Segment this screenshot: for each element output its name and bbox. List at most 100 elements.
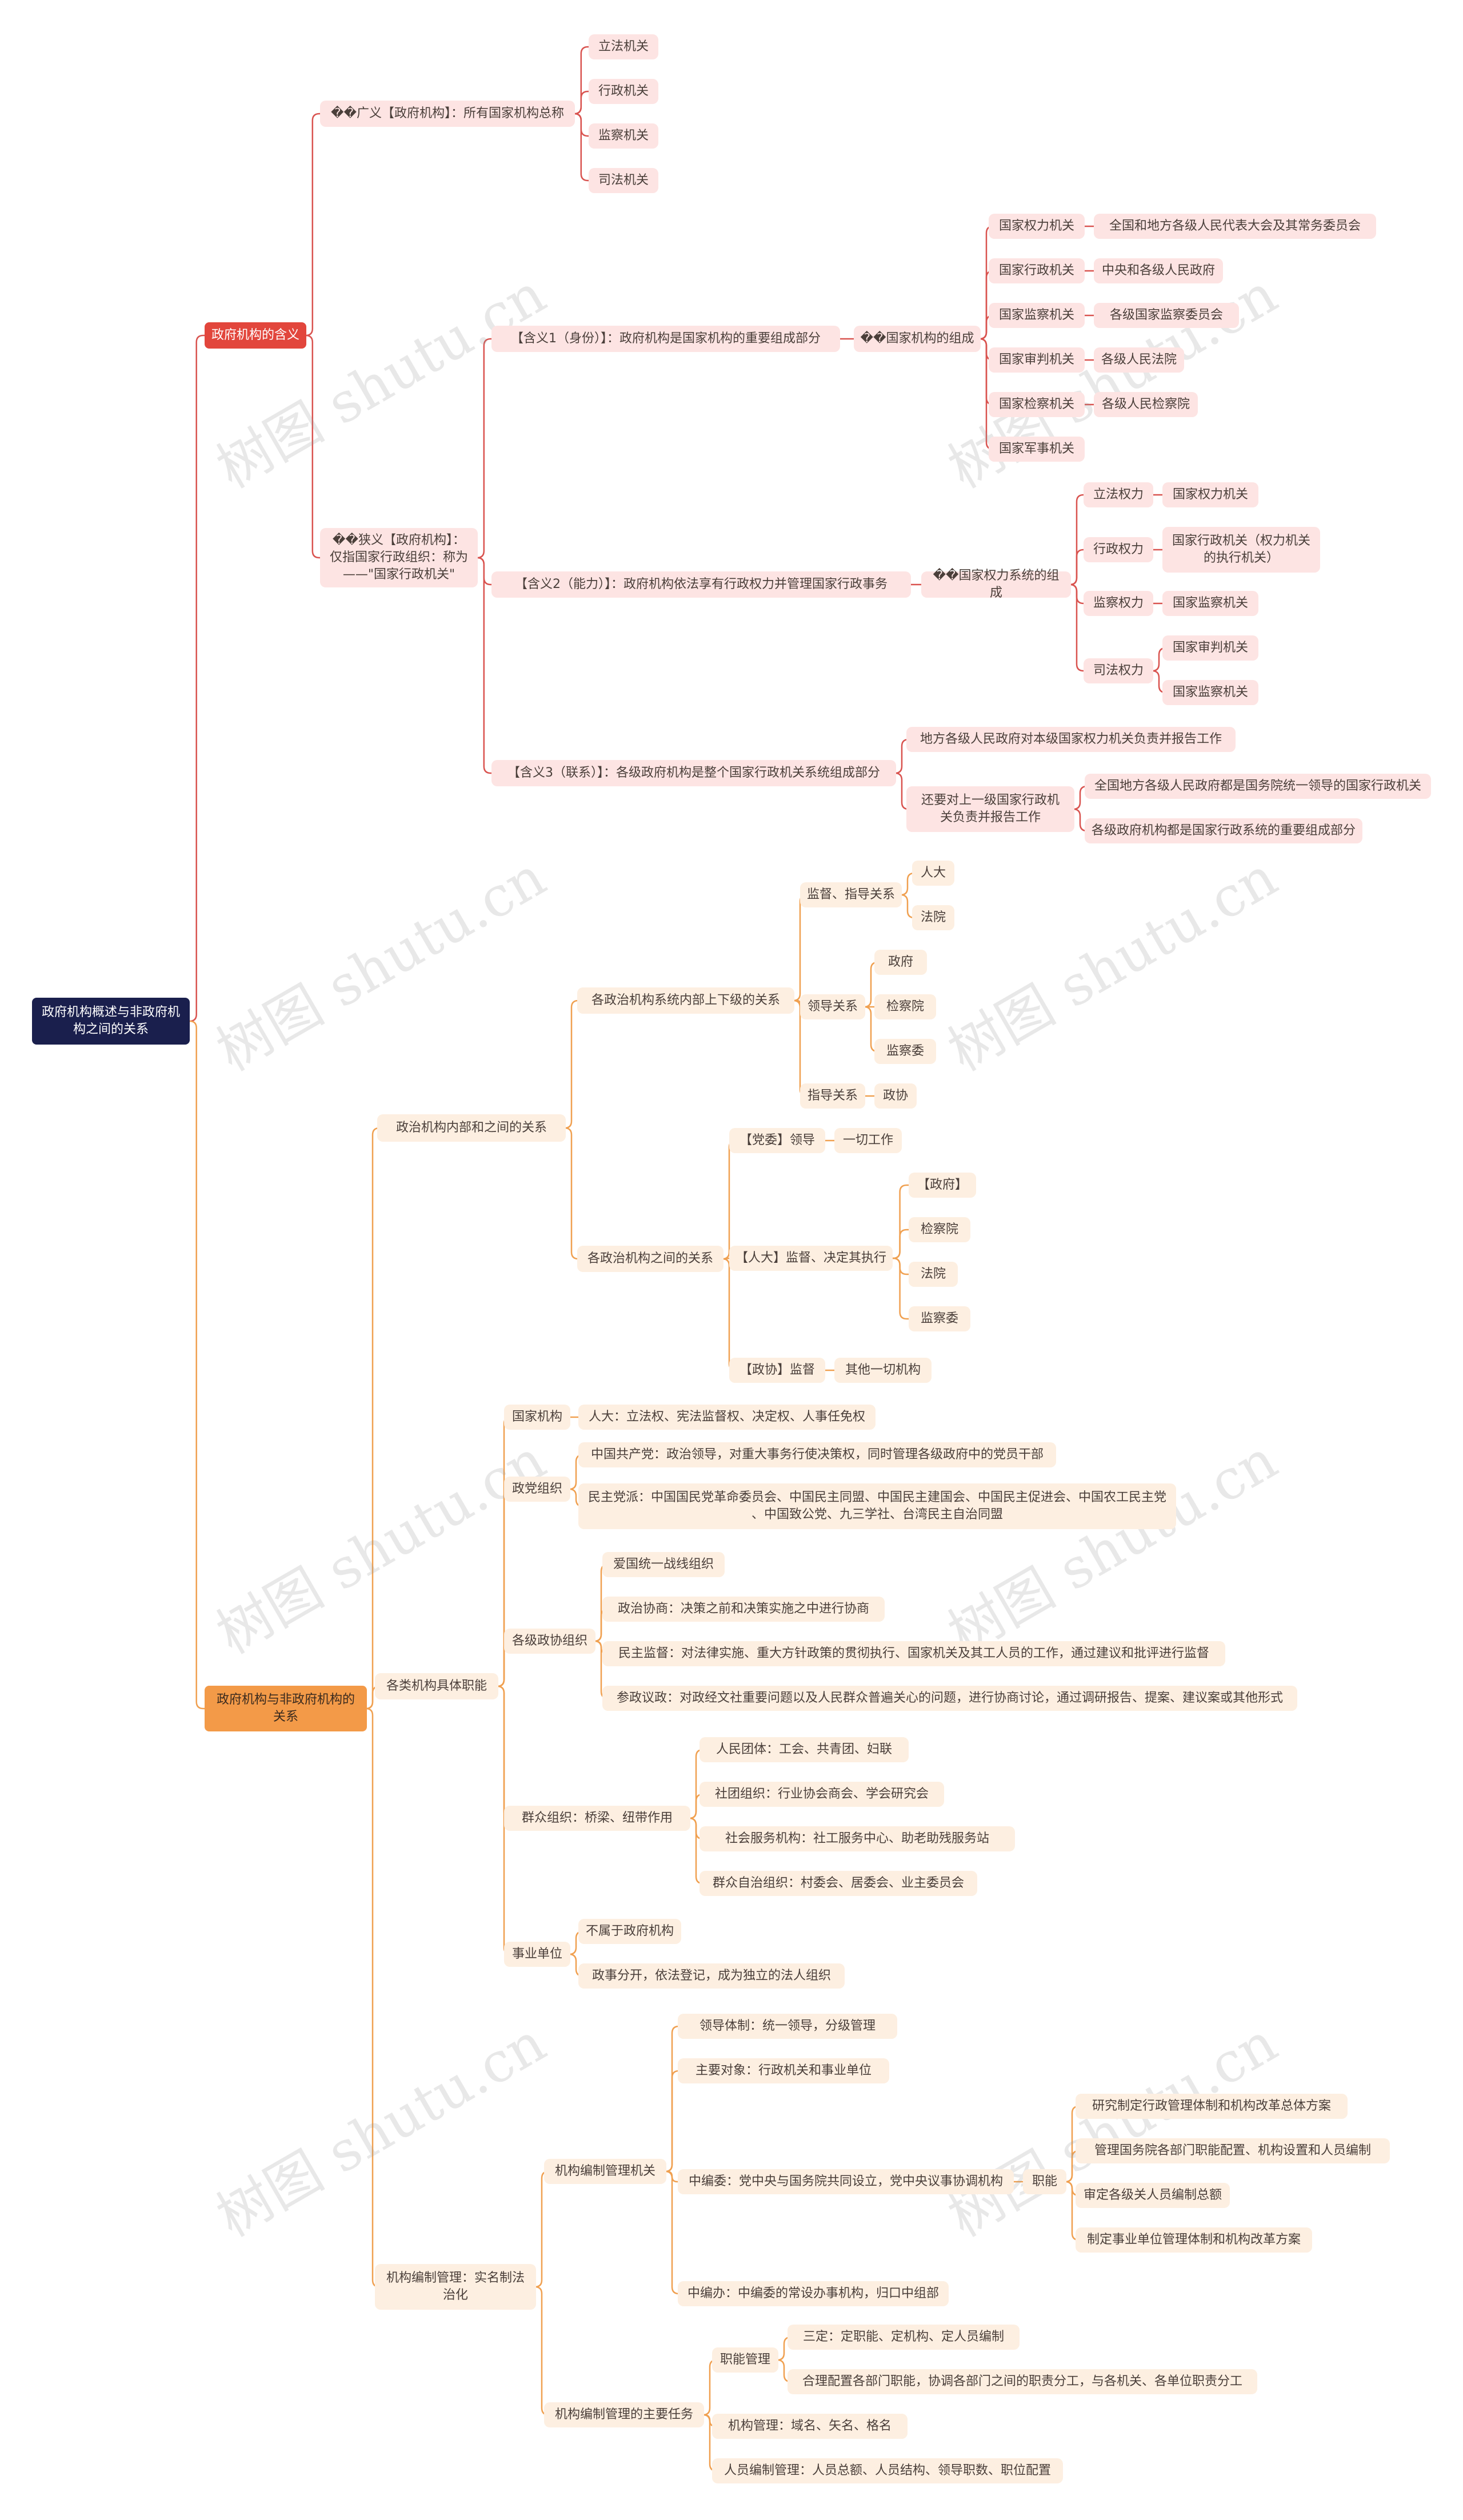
node-supervise-guide[interactable]: 监督、指导关系 bbox=[800, 882, 902, 907]
node-participation[interactable]: 参政议政：对政经文社重要问题以及人民群众普遍关心的问题，进行协商讨论，通过调研报… bbox=[602, 1686, 1297, 1711]
node-social-service-orgs[interactable]: 社会服务机构：社工服务中心、助老助残服务站 bbox=[699, 1826, 1015, 1851]
node-self-governing-orgs[interactable]: 群众自治组织：村委会、居委会、业主委员会 bbox=[699, 1871, 977, 1896]
node-supervisory-commission[interactable]: 监察委 bbox=[874, 1039, 936, 1064]
node-jp-state-trial-organ[interactable]: 国家审判机关 bbox=[1162, 635, 1258, 661]
node-personnel-management[interactable]: 人员编制管理：人员总额、人员结构、领导职数、职位配置 bbox=[712, 2458, 1063, 2483]
node-institution-functions[interactable]: 各类机构具体职能 bbox=[375, 1673, 498, 1699]
node-political-parties[interactable]: 政党组织 bbox=[504, 1477, 570, 1502]
node-all-work[interactable]: 一切工作 bbox=[834, 1128, 902, 1153]
node-supervisory-power[interactable]: 监察权力 bbox=[1084, 591, 1153, 616]
node-cppcc[interactable]: 政协 bbox=[874, 1083, 917, 1109]
node-jp-state-supervisory-organ[interactable]: 国家监察机关 bbox=[1162, 680, 1258, 705]
node-governments[interactable]: 中央和各级人民政府 bbox=[1094, 258, 1223, 283]
node-duty-reform-plan[interactable]: 研究制定行政管理体制和机构改革总体方案 bbox=[1076, 2094, 1348, 2119]
node-staffing-management[interactable]: 机构编制管理：实名制法 治化 bbox=[375, 2264, 536, 2310]
node-cpc[interactable]: 中国共产党：政治领导，对重大事务行使决策权，同时管理各级政府中的党员干部 bbox=[578, 1442, 1056, 1467]
node-meaning-3[interactable]: 【含义3（联系）】：各级政府机构是整个国家行政机关系统组成部分 bbox=[491, 760, 896, 786]
node-separation-registration[interactable]: 政事分开，依法登记，成为独立的法人组织 bbox=[578, 1963, 845, 1989]
connector-line bbox=[564, 999, 579, 1129]
node-function-management[interactable]: 职能管理 bbox=[712, 2347, 778, 2373]
node-state-trial-organ[interactable]: 国家审判机关 bbox=[989, 347, 1085, 373]
root-node[interactable]: 政府机构概述与非政府机构之间的关系 bbox=[32, 998, 190, 1045]
node-npc[interactable]: 人大 bbox=[912, 861, 954, 886]
connector-line bbox=[365, 1707, 380, 2288]
node-sp-state-supervisory-organ[interactable]: 国家监察机关 bbox=[1162, 591, 1258, 616]
node-courts[interactable]: 各级人民法院 bbox=[1094, 347, 1184, 373]
node-functions[interactable]: 职能 bbox=[1023, 2169, 1066, 2194]
node-meaning-2[interactable]: 【含义2（能力）】：政府机构依法享有行政权力并管理国家行政事务 bbox=[491, 571, 911, 598]
node-state-procuratorial-organ[interactable]: 国家检察机关 bbox=[989, 392, 1085, 417]
node-all-other-institutions[interactable]: 其他一切机构 bbox=[834, 1358, 932, 1383]
node-cppcc-orgs[interactable]: 各级政协组织 bbox=[504, 1629, 595, 1654]
node-important-component[interactable]: 各级政府机构都是国家行政系统的重要组成部分 bbox=[1085, 818, 1362, 843]
node-central-office[interactable]: 中编办：中编委的常设办事机构，归口中组部 bbox=[678, 2281, 949, 2306]
node-local-gov-report[interactable]: 地方各级人民政府对本级国家权力机关负责并报告工作 bbox=[906, 727, 1236, 752]
node-three-determinations[interactable]: 三定：定职能、定机构、定人员编制 bbox=[788, 2325, 1020, 2350]
node-leadership-system[interactable]: 领导体制：统一领导，分级管理 bbox=[678, 2014, 897, 2039]
node-duty-total-quota[interactable]: 审定各级关人员编制总额 bbox=[1076, 2183, 1230, 2208]
node-judicial-power[interactable]: 司法权力 bbox=[1084, 658, 1153, 683]
node-court[interactable]: 法院 bbox=[912, 905, 954, 930]
node-public-institutions[interactable]: 事业单位 bbox=[504, 1942, 570, 1967]
node-mass-organizations[interactable]: 群众组织：桥梁、纽带作用 bbox=[504, 1806, 690, 1831]
connector-line bbox=[893, 1184, 909, 1259]
node-cppcc-supervises[interactable]: 【政协】监督 bbox=[729, 1358, 825, 1383]
node-duty-public-institution-reform[interactable]: 制定事业单位管理体制和机构改革方案 bbox=[1076, 2227, 1312, 2253]
node-united-front[interactable]: 爱国统一战线组织 bbox=[602, 1552, 725, 1577]
node-state-organ-composition[interactable]: ��国家机构的组成 bbox=[854, 326, 981, 352]
node-state-institutions[interactable]: 国家机构 bbox=[504, 1405, 570, 1430]
branch-gov-nongov-relation[interactable]: 政府机构与非政府机构的 关系 bbox=[205, 1686, 367, 1731]
node-institution-management[interactable]: 机构管理：域名、矢名、格名 bbox=[712, 2414, 908, 2439]
node-democratic-supervision[interactable]: 民主监督：对法律实施、重大方针政策的贯彻执行、国家机关及其工人员的工作，通过建议… bbox=[602, 1641, 1225, 1666]
node-state-military-organ[interactable]: 国家军事机关 bbox=[989, 437, 1085, 462]
node-government[interactable]: 政府 bbox=[874, 950, 927, 975]
node-supervisory-commission-2[interactable]: 监察委 bbox=[909, 1306, 970, 1331]
node-function-allocation[interactable]: 合理配置各部门职能，协调各部门之间的职责分工，与各机关、各单位职责分工 bbox=[788, 2369, 1257, 2394]
node-power-system-composition[interactable]: ��国家权力系统的组成 bbox=[921, 569, 1071, 600]
node-political-consultation[interactable]: 政治协商：决策之前和决策实施之中进行协商 bbox=[602, 1597, 885, 1622]
node-gov-bracketed[interactable]: 【政府】 bbox=[909, 1173, 976, 1198]
node-state-power-organ[interactable]: 国家权力机关 bbox=[989, 214, 1085, 239]
node-guidance-relation[interactable]: 指导关系 bbox=[800, 1083, 865, 1109]
node-npc-description[interactable]: 全国和地方各级人民代表大会及其常务委员会 bbox=[1094, 214, 1376, 239]
node-legislative-power[interactable]: 立法权力 bbox=[1084, 482, 1153, 507]
node-ep-state-admin-organ[interactable]: 国家行政机关（权力机关 的执行机关） bbox=[1162, 527, 1320, 573]
node-supervisory-organ[interactable]: 监察机关 bbox=[589, 123, 658, 149]
node-npc-supervises[interactable]: 【人大】监督、决定其执行 bbox=[729, 1246, 893, 1271]
node-political-relations[interactable]: 政治机构内部和之间的关系 bbox=[377, 1114, 566, 1142]
node-court-2[interactable]: 法院 bbox=[909, 1262, 958, 1287]
node-staffing-authority[interactable]: 机构编制管理机关 bbox=[544, 2159, 666, 2184]
node-lp-state-power-organ[interactable]: 国家权力机关 bbox=[1162, 482, 1258, 507]
node-democratic-parties[interactable]: 民主党派：中国国民党革命委员会、中国民主同盟、中国民主建国会、中国民主促进会、中… bbox=[578, 1483, 1176, 1529]
node-procuratorate[interactable]: 检察院 bbox=[874, 994, 936, 1019]
node-procuratorate-2[interactable]: 检察院 bbox=[909, 1217, 970, 1242]
node-narrow-definition[interactable]: ��狭义【政府机构】： 仅指国家行政组织：称为 ——"国家行政机关" bbox=[320, 528, 478, 587]
node-npc-powers[interactable]: 人大：立法权、宪法监督权、决定权、人事任免权 bbox=[578, 1405, 876, 1430]
connector-line bbox=[893, 1257, 909, 1275]
node-main-tasks[interactable]: 机构编制管理的主要任务 bbox=[544, 2402, 704, 2427]
node-supervisory-commissions[interactable]: 各级国家监察委员会 bbox=[1094, 303, 1239, 328]
node-state-supervisory-organ[interactable]: 国家监察机关 bbox=[989, 303, 1085, 328]
node-report-to-upper-level[interactable]: 还要对上一级国家行政机 关负责并报告工作 bbox=[906, 786, 1074, 832]
node-administrative-organ[interactable]: 行政机关 bbox=[589, 79, 658, 104]
node-internal-hierarchy[interactable]: 各政治机构系统内部上下级的关系 bbox=[577, 987, 794, 1014]
node-meaning-1[interactable]: 【含义1（身份）】：政府机构是国家机构的重要组成部分 bbox=[491, 326, 840, 352]
node-procuratorates[interactable]: 各级人民检察院 bbox=[1094, 392, 1198, 417]
node-leadership-relation[interactable]: 领导关系 bbox=[800, 994, 865, 1019]
node-legislative-organ[interactable]: 立法机关 bbox=[589, 34, 658, 59]
node-duty-staffing[interactable]: 管理国务院各部门职能配置、机构设置和人员编制 bbox=[1076, 2138, 1390, 2163]
node-unified-leadership[interactable]: 全国地方各级人民政府都是国务院统一领导的国家行政机关 bbox=[1085, 774, 1431, 799]
node-inter-institution[interactable]: 各政治机构之间的关系 bbox=[577, 1246, 723, 1272]
connector-line bbox=[189, 334, 205, 1022]
node-state-admin-organ[interactable]: 国家行政机关 bbox=[989, 258, 1085, 283]
node-not-gov-institution[interactable]: 不属于政府机构 bbox=[578, 1919, 681, 1944]
node-peoples-groups[interactable]: 人民团体：工会、共青团、妇联 bbox=[699, 1737, 909, 1762]
node-central-committee[interactable]: 中编委：党中央与国务院共同设立，党中央议事协调机构 bbox=[678, 2169, 1014, 2194]
node-executive-power[interactable]: 行政权力 bbox=[1084, 537, 1153, 562]
node-main-targets[interactable]: 主要对象：行政机关和事业单位 bbox=[678, 2058, 889, 2083]
node-broad-definition[interactable]: ��广义【政府机构】：所有国家机构总称 bbox=[320, 101, 575, 127]
branch-government-meaning[interactable]: 政府机构的含义 bbox=[205, 322, 306, 349]
node-judicial-organ[interactable]: 司法机关 bbox=[589, 168, 658, 193]
node-party-committee-leads[interactable]: 【党委】领导 bbox=[729, 1128, 825, 1153]
node-social-groups[interactable]: 社团组织：行业协会商会、学会研究会 bbox=[699, 1782, 944, 1807]
